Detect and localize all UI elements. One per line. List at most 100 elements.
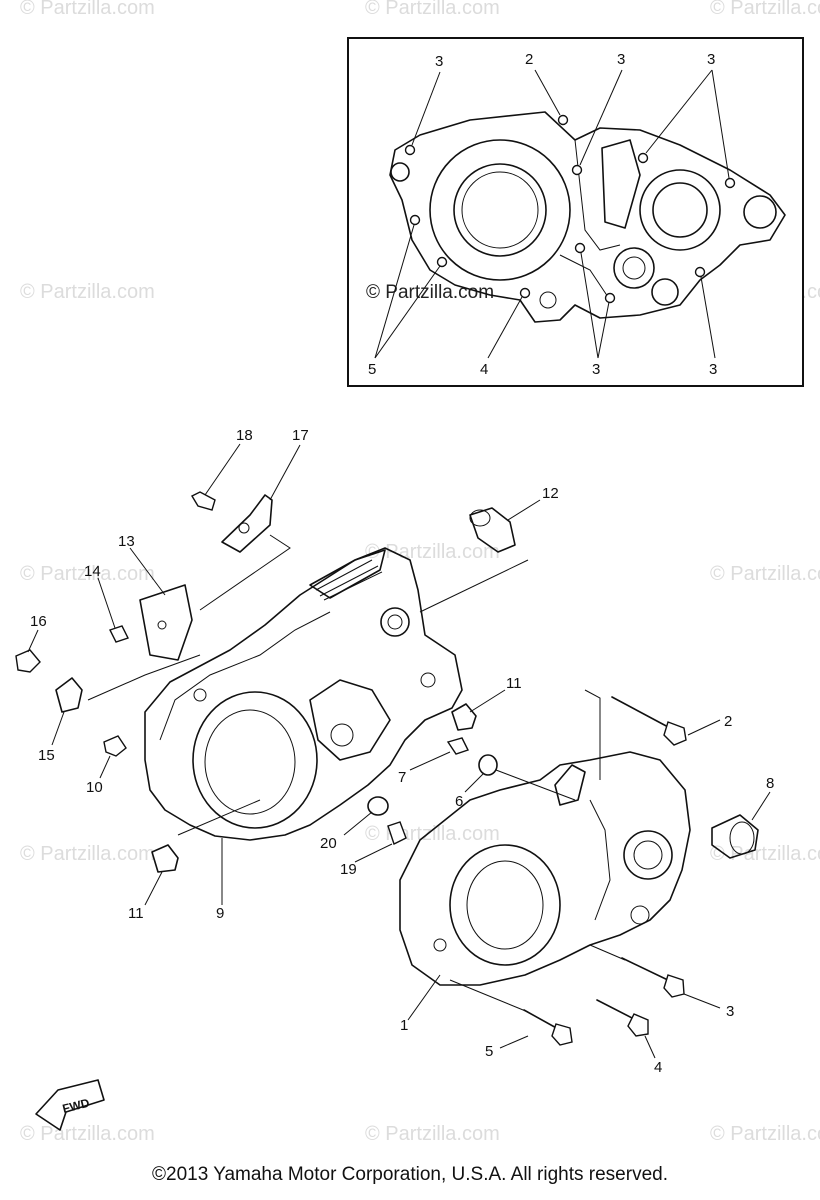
part-13-cover [139, 584, 193, 661]
watermark: © Partzilla.com [365, 823, 500, 845]
assembly-guide [177, 799, 261, 836]
watermark: © Partzilla.com [20, 843, 155, 865]
part-6-washer [478, 754, 498, 776]
inset-crankcase [389, 111, 786, 323]
inset-bolt [409, 214, 421, 226]
callout-18: 18 [236, 427, 253, 444]
fwd-arrow-icon: FWD [35, 1079, 105, 1131]
inset-bolt [637, 152, 649, 164]
callout-4: 4 [654, 1059, 662, 1076]
callout-19: 19 [340, 861, 357, 878]
assembly-guide [449, 979, 529, 1013]
right-crankcase-mount [554, 764, 586, 806]
inset-shift-mount [601, 139, 641, 229]
part-5-head [551, 1023, 573, 1046]
callout-9: 9 [216, 905, 224, 922]
right-crankcase-hole [630, 905, 650, 925]
inset-bolt-holes [404, 114, 736, 304]
inset-bolt [404, 144, 416, 156]
inset-bolt [519, 287, 531, 299]
right-crankcase-bore-inner [466, 860, 544, 950]
inset-bolt [574, 242, 586, 254]
inset-label: 2 [525, 51, 533, 68]
part-17-clip [221, 494, 273, 553]
right-crankcase-outline [399, 751, 691, 986]
callout-6: 6 [455, 793, 463, 810]
right-crankcase-bearing-inner [633, 840, 663, 870]
watermark: © Partzilla.com [710, 563, 820, 585]
left-crankcase-hole [330, 723, 354, 747]
part-18-bolt [191, 491, 216, 511]
callout-15: 15 [38, 747, 55, 764]
left-crankcase-hole [420, 672, 436, 688]
callout-2: 2 [724, 713, 732, 730]
main-callouts: 1 2 3 4 5 6 7 8 9 10 11 11 12 13 14 15 1… [30, 427, 774, 1076]
watermark: © Partzilla.com [710, 843, 820, 865]
part-3-bolt [621, 957, 673, 983]
left-crankcase-boss-hole [387, 614, 403, 630]
inset-bolt [724, 177, 736, 189]
inset-bolt [604, 292, 616, 304]
callout-3: 3 [726, 1003, 734, 1020]
inset-rib [574, 139, 621, 251]
watermark: © Partzilla.com [710, 1123, 820, 1145]
inset-bolt [571, 164, 583, 176]
inset-label: 3 [617, 51, 625, 68]
inset-bolt [557, 114, 569, 126]
part-20-washer [367, 796, 389, 816]
callout-7: 7 [398, 769, 406, 786]
inset-hole-lower [539, 291, 557, 309]
callout-11: 11 [506, 675, 522, 692]
part-2-bolt [611, 696, 671, 729]
part-3-head [663, 974, 685, 998]
left-crankcase-boss [380, 607, 410, 637]
callout-8: 8 [766, 775, 774, 792]
watermark: © Partzilla.com [365, 1123, 500, 1145]
watermark-layer: © Partzilla.com © Partzilla.com © Partzi… [20, 0, 820, 1145]
copyright-notice: ©2013 Yamaha Motor Corporation, U.S.A. A… [152, 1164, 668, 1185]
part-10-bolt [103, 735, 127, 757]
right-crankcase-hole [433, 938, 447, 952]
inset-label: 3 [709, 361, 717, 378]
watermark: © Partzilla.com [20, 0, 155, 19]
left-crankcase-hole [193, 688, 207, 702]
left-crankcase [144, 547, 463, 841]
assembly-guide [199, 534, 291, 611]
assembly-guide [87, 654, 201, 701]
part-11-dowel [151, 844, 179, 873]
fin-lines [315, 559, 383, 601]
watermark: © Partzilla.com [20, 281, 155, 303]
inset-bearing-small-inner [622, 256, 646, 280]
part-4-bolt [596, 999, 637, 1021]
callout-17: 17 [292, 427, 309, 444]
part-7-bolt [446, 737, 469, 755]
callout-13: 13 [118, 533, 135, 550]
inset-label: 3 [592, 361, 600, 378]
inset-leaders [374, 69, 730, 359]
left-crankcase-outline [144, 547, 463, 841]
inset-bolt [694, 266, 706, 278]
inset-label: 4 [480, 361, 488, 378]
inset-label: 3 [707, 51, 715, 68]
inset-bearing-right [639, 169, 721, 251]
left-crankcase-fins [309, 549, 386, 599]
callout-11-lower: 11 [128, 905, 144, 922]
callout-10: 10 [86, 779, 103, 796]
inset-bearing-lower [651, 278, 679, 306]
part-2-head [663, 721, 687, 746]
left-crankcase-gasket [159, 611, 331, 741]
part-8-seal [711, 814, 759, 859]
part-4-head [627, 1013, 649, 1037]
watermark: © Partzilla.com [710, 0, 820, 19]
fwd-arrow-shape [35, 1079, 105, 1131]
left-crankcase-web [309, 679, 391, 761]
inset-view: © Partzilla.com [347, 37, 804, 387]
callout-16: 16 [30, 613, 47, 630]
part-5-bolt [523, 1009, 561, 1031]
right-crankcase-bearing [623, 830, 673, 880]
part-8-end [729, 821, 755, 855]
assembly-guide [419, 559, 529, 613]
inset-bolt [436, 256, 448, 268]
callout-14: 14 [84, 563, 101, 580]
